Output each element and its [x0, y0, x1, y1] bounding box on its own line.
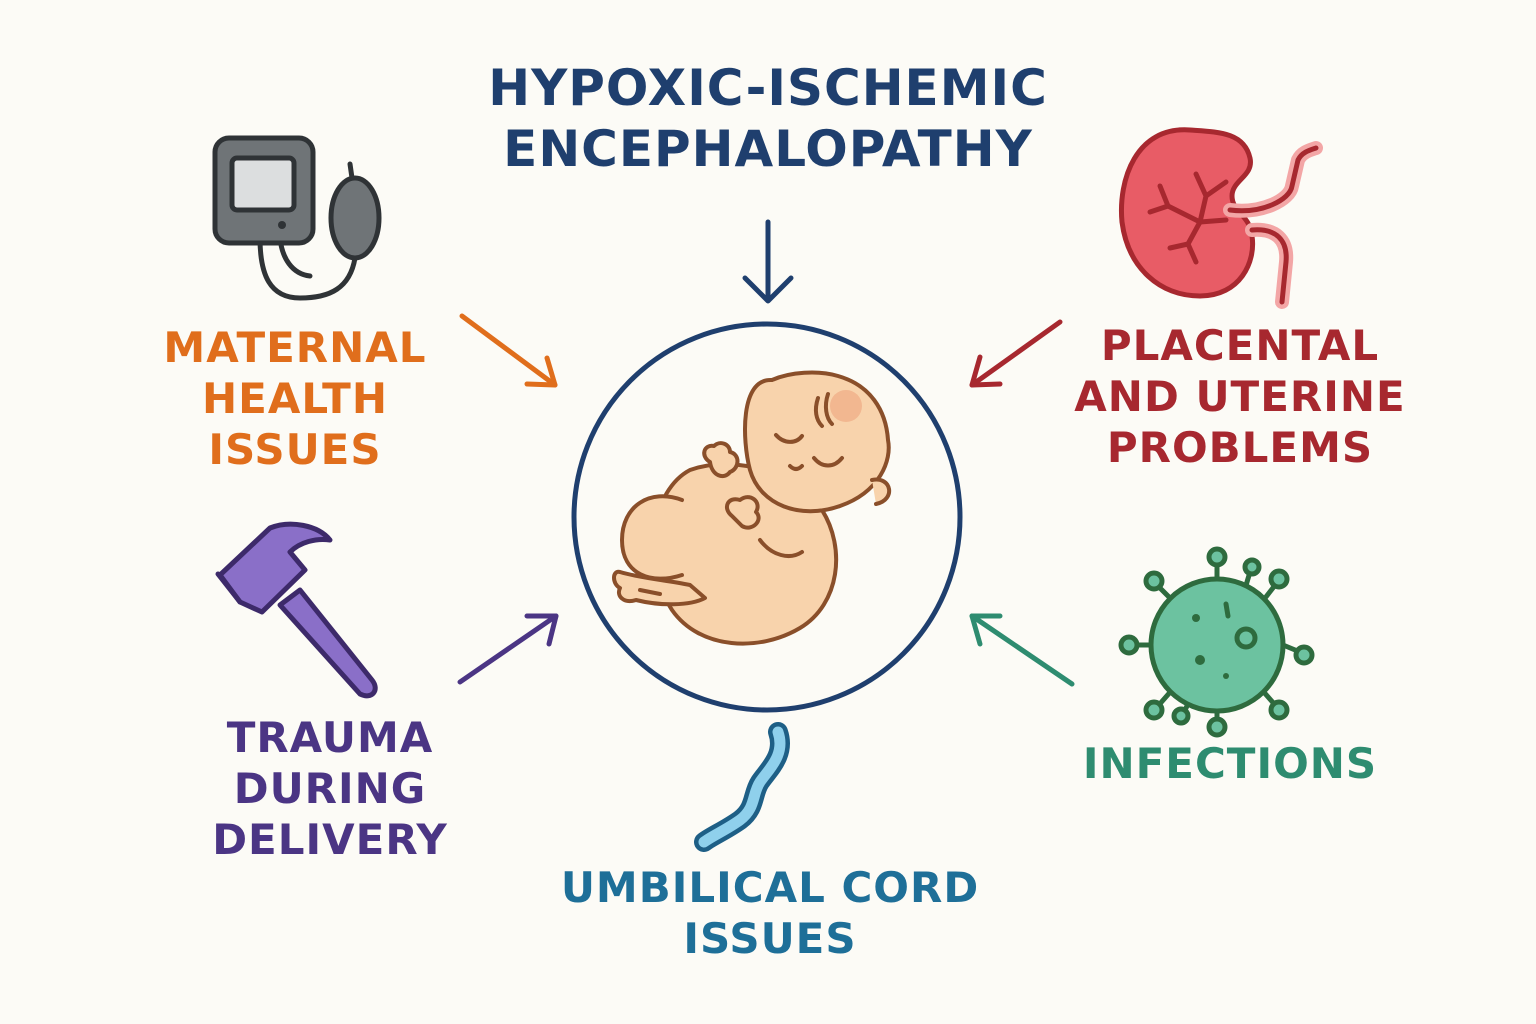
arrow-infections-to-baby [969, 613, 1075, 687]
center-ring [571, 321, 963, 713]
cord-line-1: UMBILICAL CORD [560, 863, 980, 912]
arrow-maternal-to-baby [459, 313, 558, 388]
trauma-line-1: TRAUMA [226, 713, 434, 762]
umbilical-cord-icon [694, 722, 790, 852]
trauma-line-2: DURING [233, 764, 427, 814]
infections-label: INFECTIONS [1070, 738, 1390, 789]
placenta-icon [1118, 127, 1323, 309]
arrow-trauma-to-baby [457, 613, 559, 685]
title-line-2: ENCEPHALOPATHY [503, 120, 1033, 178]
placental-line-1: PLACENTAL [1100, 321, 1380, 370]
placental-line-3: PROBLEMS [1106, 423, 1374, 473]
maternal-health-label: MATERNAL HEALTH ISSUES [110, 322, 480, 476]
placental-uterine-label: PLACENTAL AND UTERINE PROBLEMS [1060, 320, 1420, 474]
infections-line-1: INFECTIONS [1082, 739, 1378, 788]
hammer-icon [215, 521, 378, 699]
maternal-line-2: HEALTH ISSUES [202, 374, 388, 475]
virus-icon [1118, 546, 1315, 738]
diagram-title: HYPOXIC-ISCHEMIC ENCEPHALOPATHY [418, 58, 1118, 180]
umbilical-cord-label: UMBILICAL CORD ISSUES [540, 862, 1000, 964]
cord-line-2: ISSUES [683, 914, 857, 964]
arrow-title-to-baby [742, 219, 794, 304]
blood-pressure-monitor-icon [212, 135, 382, 301]
sleeping-baby-icon [612, 370, 892, 646]
trauma-line-3: DELIVERY [212, 815, 448, 865]
arrow-placental-to-baby [969, 319, 1063, 388]
placental-line-2: AND UTERINE [1074, 372, 1406, 422]
trauma-delivery-label: TRAUMA DURING DELIVERY [180, 712, 480, 866]
maternal-line-1: MATERNAL [163, 323, 427, 372]
title-line-1: HYPOXIC-ISCHEMIC [488, 59, 1048, 117]
